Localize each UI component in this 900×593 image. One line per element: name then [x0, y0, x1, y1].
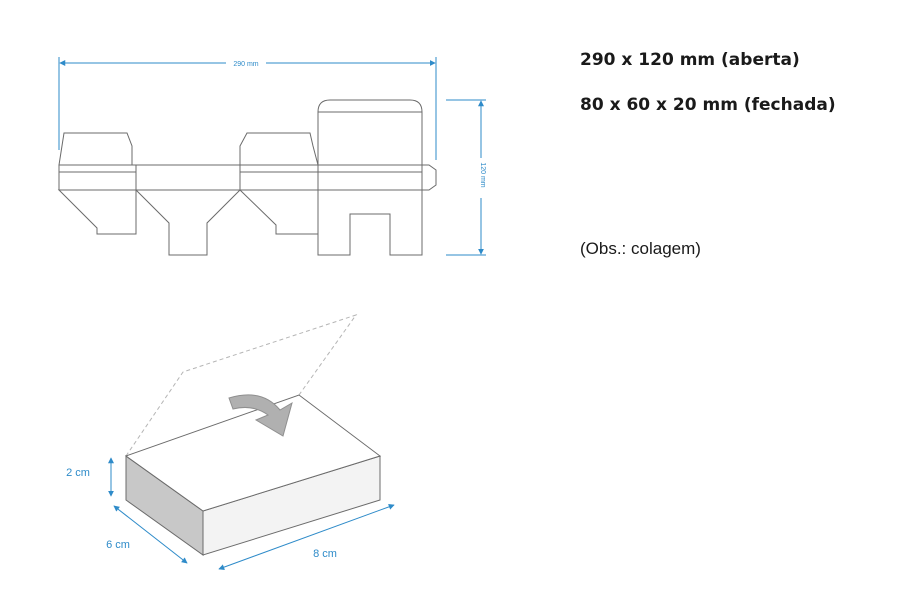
box-top-face	[124, 394, 382, 512]
closed-box	[124, 314, 382, 556]
dieline-center-funnel	[134, 189, 242, 256]
open-size-spec: 290 x 120 mm (aberta)	[580, 50, 800, 70]
height-label: 120 mm	[479, 162, 486, 187]
close-arrow-icon	[228, 394, 293, 437]
dieline-main-strip	[58, 164, 437, 191]
gluing-note: (Obs.: colagem)	[580, 239, 701, 258]
open-lid-outline	[125, 314, 358, 457]
box-height-label: 2 cm	[66, 467, 90, 479]
dieline-middle-tab	[239, 132, 319, 166]
box-depth-label: 6 cm	[106, 539, 130, 551]
dieline-right-bottom	[317, 189, 423, 256]
closed-size-spec: 80 x 60 x 20 mm (fechada)	[580, 95, 836, 115]
width-label: 290 mm	[233, 61, 258, 68]
dieline-lid	[317, 99, 423, 166]
width-dimension: 290 mm	[58, 57, 437, 160]
height-dimension: 120 mm	[446, 99, 486, 256]
box-length-dimension: 8 cm	[218, 503, 395, 571]
dieline	[57, 99, 437, 256]
box-depth-dimension: 6 cm	[106, 505, 188, 564]
dieline-middle-funnel	[238, 189, 319, 235]
dieline-left-tab	[58, 132, 133, 166]
box-length-label: 8 cm	[313, 548, 337, 560]
dieline-left-funnel	[57, 189, 137, 235]
box-height-dimension: 2 cm	[66, 457, 114, 497]
